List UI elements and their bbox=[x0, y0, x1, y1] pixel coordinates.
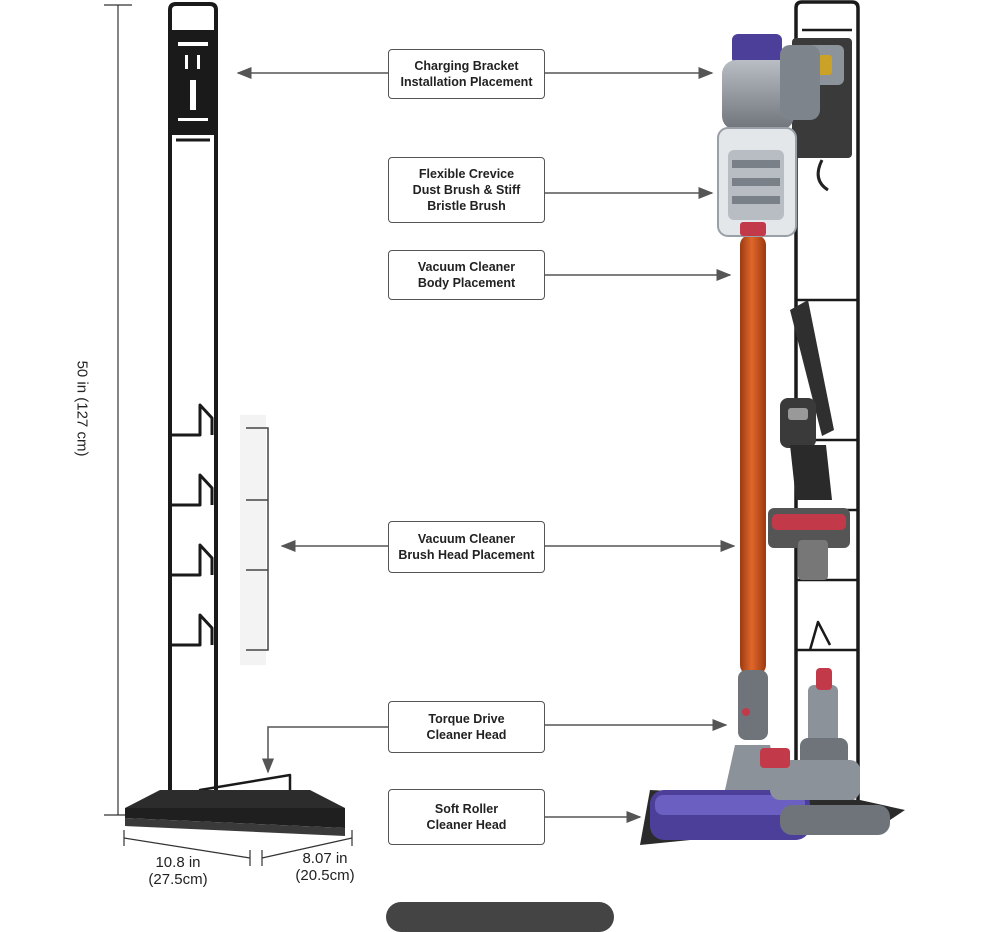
label-vacuum-body: Vacuum Cleaner Body Placement bbox=[388, 250, 545, 300]
stand-base-plate bbox=[125, 790, 345, 836]
label-line: Charging Bracket bbox=[414, 59, 519, 73]
cleaner-head bbox=[640, 745, 905, 845]
height-dimension-label: 50 in (127 cm) bbox=[73, 360, 91, 457]
label-charging-bracket: Charging Bracket Installation Placement bbox=[388, 49, 545, 99]
width-in: 10.8 in bbox=[155, 854, 201, 871]
label-torque-drive: Torque Drive Cleaner Head bbox=[388, 701, 545, 753]
label-line: Installation Placement bbox=[400, 75, 533, 89]
label-line: Bristle Brush bbox=[427, 199, 506, 213]
label-soft-roller: Soft Roller Cleaner Head bbox=[388, 789, 545, 845]
vacuum-body bbox=[717, 34, 820, 237]
torque-pointer-line bbox=[262, 726, 388, 774]
width-cm: (27.5cm) bbox=[148, 871, 208, 888]
label-line: Dust Brush & Stiff bbox=[412, 183, 521, 197]
width-dimension-line bbox=[123, 830, 251, 866]
label-crevice-tool: Flexible Crevice Dust Brush & Stiff Bris… bbox=[388, 157, 545, 223]
label-line: Cleaner Head bbox=[426, 728, 507, 742]
depth-in: 8.07 in bbox=[302, 850, 348, 867]
depth-dimension-line bbox=[261, 830, 353, 866]
label-line: Torque Drive bbox=[428, 712, 505, 726]
label-line: Brush Head Placement bbox=[398, 548, 535, 562]
label-line: Flexible Crevice bbox=[418, 167, 515, 181]
mini-motor-head bbox=[768, 508, 850, 580]
vacuum-wand bbox=[738, 235, 768, 740]
label-line: Body Placement bbox=[417, 276, 516, 290]
pointer-arrows bbox=[236, 67, 736, 823]
width-dimension-label: 10.8 in (27.5cm) bbox=[128, 854, 228, 888]
small-brush-attachment bbox=[800, 668, 848, 774]
depth-dimension-label: 8.07 in (20.5cm) bbox=[275, 850, 375, 884]
height-dimension-line bbox=[104, 4, 132, 816]
label-line: Soft Roller bbox=[434, 802, 499, 816]
crevice-tool bbox=[780, 300, 834, 500]
label-brush-head: Vacuum Cleaner Brush Head Placement bbox=[388, 521, 545, 573]
label-line: Vacuum Cleaner bbox=[417, 532, 516, 546]
home-indicator-bar[interactable] bbox=[386, 902, 614, 932]
brush-head-placeholder-bracket bbox=[240, 415, 269, 665]
label-line: Cleaner Head bbox=[426, 818, 507, 832]
depth-cm: (20.5cm) bbox=[295, 867, 355, 884]
empty-stand bbox=[168, 2, 292, 800]
label-line: Vacuum Cleaner bbox=[417, 260, 516, 274]
